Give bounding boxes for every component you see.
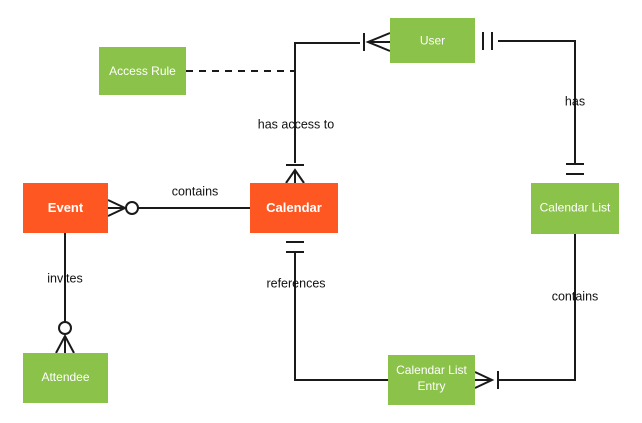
marker-calendar-list-entry-right-one-or-many: [474, 371, 499, 389]
entity-event-label: Event: [48, 200, 84, 215]
entity-user-box[interactable]: [390, 18, 475, 63]
entity-user[interactable]: User: [390, 18, 475, 63]
rel-label-invites: invites: [47, 271, 82, 285]
rel-label-has: has: [565, 94, 585, 108]
edge-references: [294, 253, 388, 381]
entity-access-rule[interactable]: Access Rule: [99, 47, 186, 95]
entity-event-box[interactable]: [23, 183, 108, 233]
entity-calendar-list-entry[interactable]: Calendar List Entry: [388, 355, 475, 405]
marker-user-left-one-or-many: [363, 32, 391, 52]
edge-has: [498, 40, 576, 163]
entity-calendar-list-entry-label-line1: Calendar List: [396, 363, 467, 377]
marker-attendee-top-zero-or-many: [55, 321, 75, 354]
entity-calendar-list-entry-label-line2: Entry: [417, 379, 445, 393]
entity-calendar[interactable]: Calendar: [250, 183, 338, 233]
entity-calendar-box[interactable]: [250, 183, 338, 233]
entity-calendar-label: Calendar: [266, 200, 322, 215]
entity-attendee[interactable]: Attendee: [23, 353, 108, 403]
marker-user-right-exactly-one: [482, 32, 493, 50]
entity-access-rule-label: Access Rule: [109, 64, 176, 78]
rel-label-references: references: [266, 276, 325, 290]
entity-access-rule-box[interactable]: [99, 47, 186, 95]
entity-calendar-list[interactable]: Calendar List: [531, 183, 619, 234]
rel-label-contains-event-calendar: contains: [172, 184, 219, 198]
entity-attendee-box[interactable]: [23, 353, 108, 403]
entity-event[interactable]: Event: [23, 183, 108, 233]
marker-calendar-bottom-exactly-one: [286, 241, 304, 253]
marker-calendar-list-top-exactly-one: [566, 163, 584, 175]
edge-contains-list-entry: [498, 234, 576, 381]
edge-has-access-to: [294, 42, 360, 163]
entity-calendar-list-entry-box[interactable]: [388, 355, 475, 405]
entity-user-label: User: [420, 34, 445, 48]
marker-calendar-top-one-or-many: [285, 164, 305, 184]
entity-attendee-label: Attendee: [41, 370, 89, 384]
entity-calendar-list-box[interactable]: [531, 183, 619, 234]
marker-event-right-zero-or-many: [107, 199, 139, 217]
rel-label-has-access-to: has access to: [258, 117, 334, 131]
rel-label-contains-list-entry: contains: [552, 289, 599, 303]
entity-calendar-list-label: Calendar List: [540, 201, 611, 215]
